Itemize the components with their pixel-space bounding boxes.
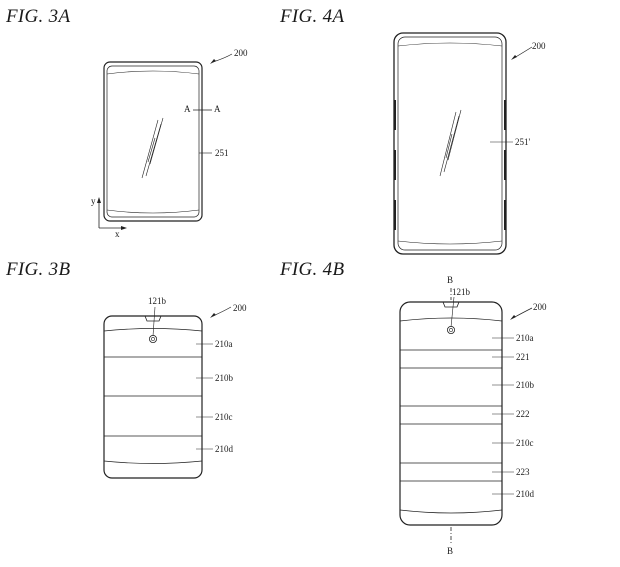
fig-4a-title: FIG. 4A — [280, 6, 345, 27]
fig-3a-device — [97, 53, 233, 230]
fig-3b-segment-label: 210b — [215, 373, 233, 383]
fig-4b-segment-label: 210d — [516, 489, 534, 499]
fig-4b-hinge-label: 222 — [516, 409, 530, 419]
fig-3b-ref-121b: 121b — [148, 296, 166, 306]
fig-3b-title: FIG. 3B — [6, 259, 71, 280]
fig-3a-ref-251: 251 — [215, 148, 229, 158]
fig-4b-ref-200: 200 — [533, 302, 547, 312]
fig-4b-ref-121b: 121b — [452, 287, 470, 297]
fig-3b-segment-label: 210d — [215, 444, 233, 454]
fig-3b-segment-label: 210a — [215, 339, 233, 349]
fig-3a-title: FIG. 3A — [6, 6, 71, 27]
fig-3b-segment-label: 210c — [215, 412, 233, 422]
fig-3a-axis-y: y — [91, 196, 96, 206]
fig-3b-device — [103, 306, 232, 479]
fig-4a-glare-icon — [439, 109, 462, 177]
fig-4b-hinge-label: 221 — [516, 352, 530, 362]
fig-3a-ref-200: 200 — [234, 48, 248, 58]
fig-3b-camera-icon — [148, 334, 157, 343]
fig-3a-glare-icon — [141, 117, 164, 179]
fig-4b-device — [399, 288, 533, 543]
fig-4b-section-b-bottom: B — [447, 546, 454, 556]
fig-3a-axes-icon — [97, 197, 127, 230]
fig-3a-section-a-left: A — [184, 104, 191, 114]
fig-4b-hinge-label: 223 — [516, 467, 530, 477]
fig-4b-segment-label: 210a — [516, 333, 534, 343]
fig-3a-axis-x: x — [115, 229, 120, 239]
fig-4a-device — [393, 32, 533, 255]
fig-4b-section-b-top: B — [447, 275, 454, 285]
fig-3b-ref-200: 200 — [233, 303, 247, 313]
fig-4b-segment-label: 210b — [516, 380, 534, 390]
fig-4b-title: FIG. 4B — [280, 259, 345, 280]
fig-4b-segment-label: 210c — [516, 438, 534, 448]
fig-4a-ref-200: 200 — [532, 41, 546, 51]
fig-4b-camera-icon — [446, 325, 455, 334]
fig-3a-section-a-right: A — [214, 104, 221, 114]
fig-4a-ref-251p: 251' — [515, 137, 531, 147]
